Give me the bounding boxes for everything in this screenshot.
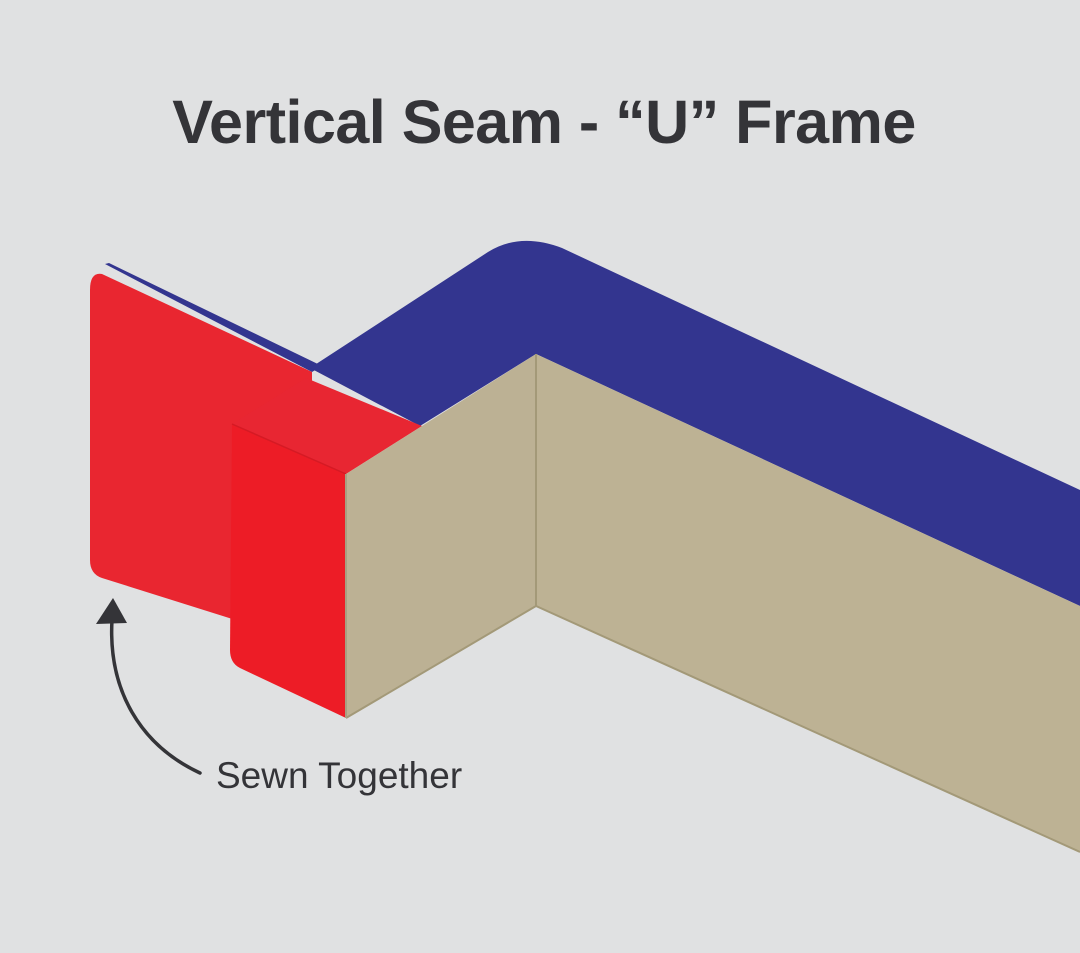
callout-label: Sewn Together xyxy=(216,755,463,796)
tan-board-front xyxy=(536,354,1080,852)
red-fabric-cap-top xyxy=(232,378,422,474)
blue-frame-top xyxy=(310,240,1080,606)
tan-board-return xyxy=(346,354,536,718)
red-fold-line xyxy=(231,423,347,475)
diagram-title: Vertical Seam - “U” Frame xyxy=(172,88,916,156)
blue-back-edge xyxy=(105,263,322,372)
callout-arrowhead xyxy=(96,598,127,624)
callout-arrow-line xyxy=(109,618,202,775)
red-fabric-flap-front xyxy=(230,424,346,718)
